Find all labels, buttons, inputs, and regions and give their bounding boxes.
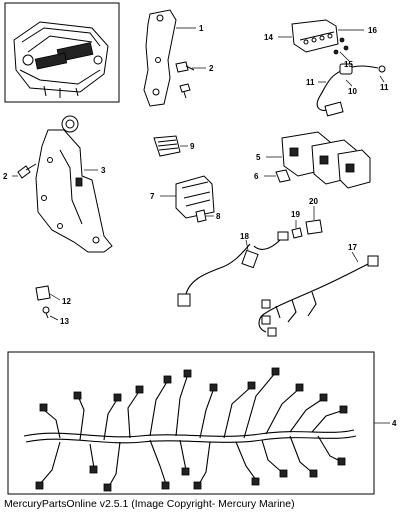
callout-3: 3 (101, 166, 106, 175)
part-19-20-connectors (291, 206, 323, 239)
callout-11-left: 11 (306, 78, 315, 87)
part-14-control-module (278, 19, 364, 53)
callout-17: 17 (348, 243, 357, 252)
callout-10: 10 (348, 87, 357, 96)
part-7-module (160, 175, 215, 219)
part-17-harness (258, 251, 379, 337)
callout-6: 6 (254, 172, 259, 181)
part-6-relay (264, 169, 291, 183)
callout-2-top: 2 (209, 64, 214, 73)
part-15-16-fasteners (333, 37, 351, 63)
callout-9: 9 (190, 142, 195, 151)
part-2-screw-left (12, 163, 37, 179)
part-5-relay-block (266, 131, 371, 189)
engine-reference-inset (4, 2, 120, 103)
callout-16: 16 (368, 26, 377, 35)
engine-block-illustration (13, 21, 109, 98)
main-harness-box (7, 351, 390, 495)
part-13-screw (42, 306, 59, 321)
part-18-harness (177, 231, 289, 307)
callout-15: 15 (344, 60, 353, 69)
copyright-footer: MercuryPartsOnline v2.5.1 (Image Copyrig… (4, 498, 295, 510)
callout-5: 5 (256, 153, 261, 162)
callout-20: 20 (309, 197, 318, 206)
callout-7: 7 (150, 192, 155, 201)
callout-14: 14 (264, 33, 273, 42)
callout-4: 4 (392, 419, 397, 428)
callout-11-right: 11 (380, 83, 389, 92)
callout-8: 8 (216, 212, 221, 221)
part-3-mounting-bracket (35, 115, 113, 253)
part-1-bracket (143, 9, 196, 107)
harness-connectors (35, 367, 348, 492)
callout-18: 18 (240, 232, 249, 241)
callout-labels: 1 2 14 16 15 11 10 11 9 3 2 5 6 7 20 19 … (3, 24, 397, 428)
part-12-clip (35, 285, 61, 301)
callout-19: 19 (291, 210, 300, 219)
callout-2-left: 2 (3, 172, 8, 181)
part-10-11-sensor-harness (316, 63, 386, 117)
part-9-connector (153, 135, 188, 157)
callout-13: 13 (60, 317, 69, 326)
part-8-clip (195, 209, 214, 223)
callout-1: 1 (199, 24, 204, 33)
callout-12: 12 (62, 297, 71, 306)
part-2-screws-top (175, 61, 206, 99)
